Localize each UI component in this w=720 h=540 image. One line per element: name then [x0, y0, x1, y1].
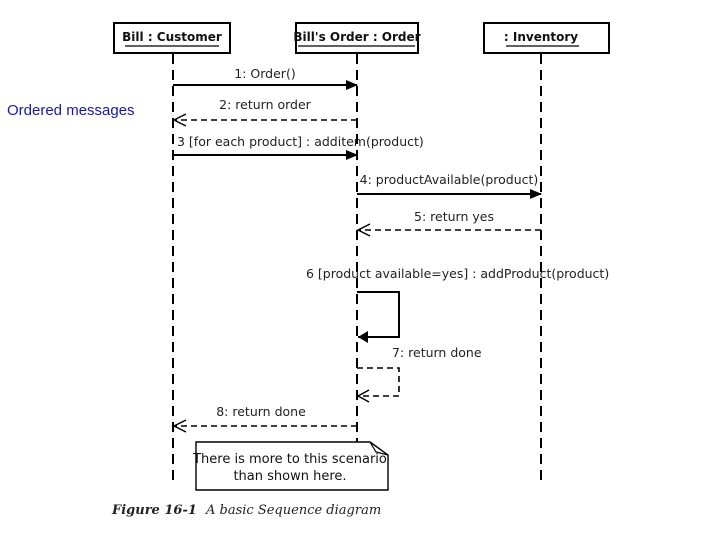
lifeline-customer-label: Bill : Customer	[122, 30, 222, 44]
message-8-label: 8: return done	[216, 404, 306, 419]
message-5: 5: return yes	[356, 209, 541, 237]
note-line-1: There is more to this scenario	[192, 452, 387, 467]
message-6: 6 [product available=yes] : addProduct(p…	[306, 266, 609, 343]
lifeline-customer-header: Bill : Customer	[113, 22, 231, 54]
message-8-arrowhead	[172, 419, 187, 433]
caption-title: A basic Sequence diagram	[205, 503, 381, 518]
message-1: 1: Order()	[173, 66, 358, 90]
caption-figure-number: Figure 16-1	[111, 503, 197, 518]
note: There is more to this scenario than show…	[192, 441, 389, 491]
note-line-2: than shown here.	[233, 469, 346, 484]
message-7: 7: return done	[356, 345, 482, 403]
message-6-label: 6 [product available=yes] : addProduct(p…	[306, 266, 609, 281]
message-7-label: 7: return done	[392, 345, 482, 360]
message-2-label: 2: return order	[219, 97, 312, 112]
message-7-arrowhead	[356, 389, 370, 403]
ordered-messages-label: Ordered messages	[7, 102, 135, 119]
message-1-label: 1: Order()	[234, 66, 295, 81]
message-5-label: 5: return yes	[414, 209, 494, 224]
message-5-arrowhead	[356, 223, 371, 237]
lifeline-order-label: Bill's Order : Order	[293, 30, 420, 44]
message-8: 8: return done	[172, 404, 357, 433]
figure-caption: Figure 16-1 A basic Sequence diagram	[111, 503, 381, 518]
lifeline-inventory-header: : Inventory	[483, 22, 610, 54]
lifeline-inventory-label: : Inventory	[504, 30, 578, 44]
message-2: 2: return order	[172, 97, 357, 127]
message-6-arrowhead	[358, 331, 368, 343]
message-3-label: 3 [for each product] : additem(product)	[177, 134, 424, 149]
message-2-arrowhead	[172, 113, 187, 127]
message-3: 3 [for each product] : additem(product)	[173, 134, 424, 160]
message-4-label: 4: productAvailable(product)	[360, 172, 539, 187]
message-7-arrow	[357, 367, 400, 397]
lifeline-order-header: Bill's Order : Order	[293, 22, 421, 54]
message-6-arrow	[357, 291, 400, 338]
message-4: 4: productAvailable(product)	[357, 172, 542, 199]
